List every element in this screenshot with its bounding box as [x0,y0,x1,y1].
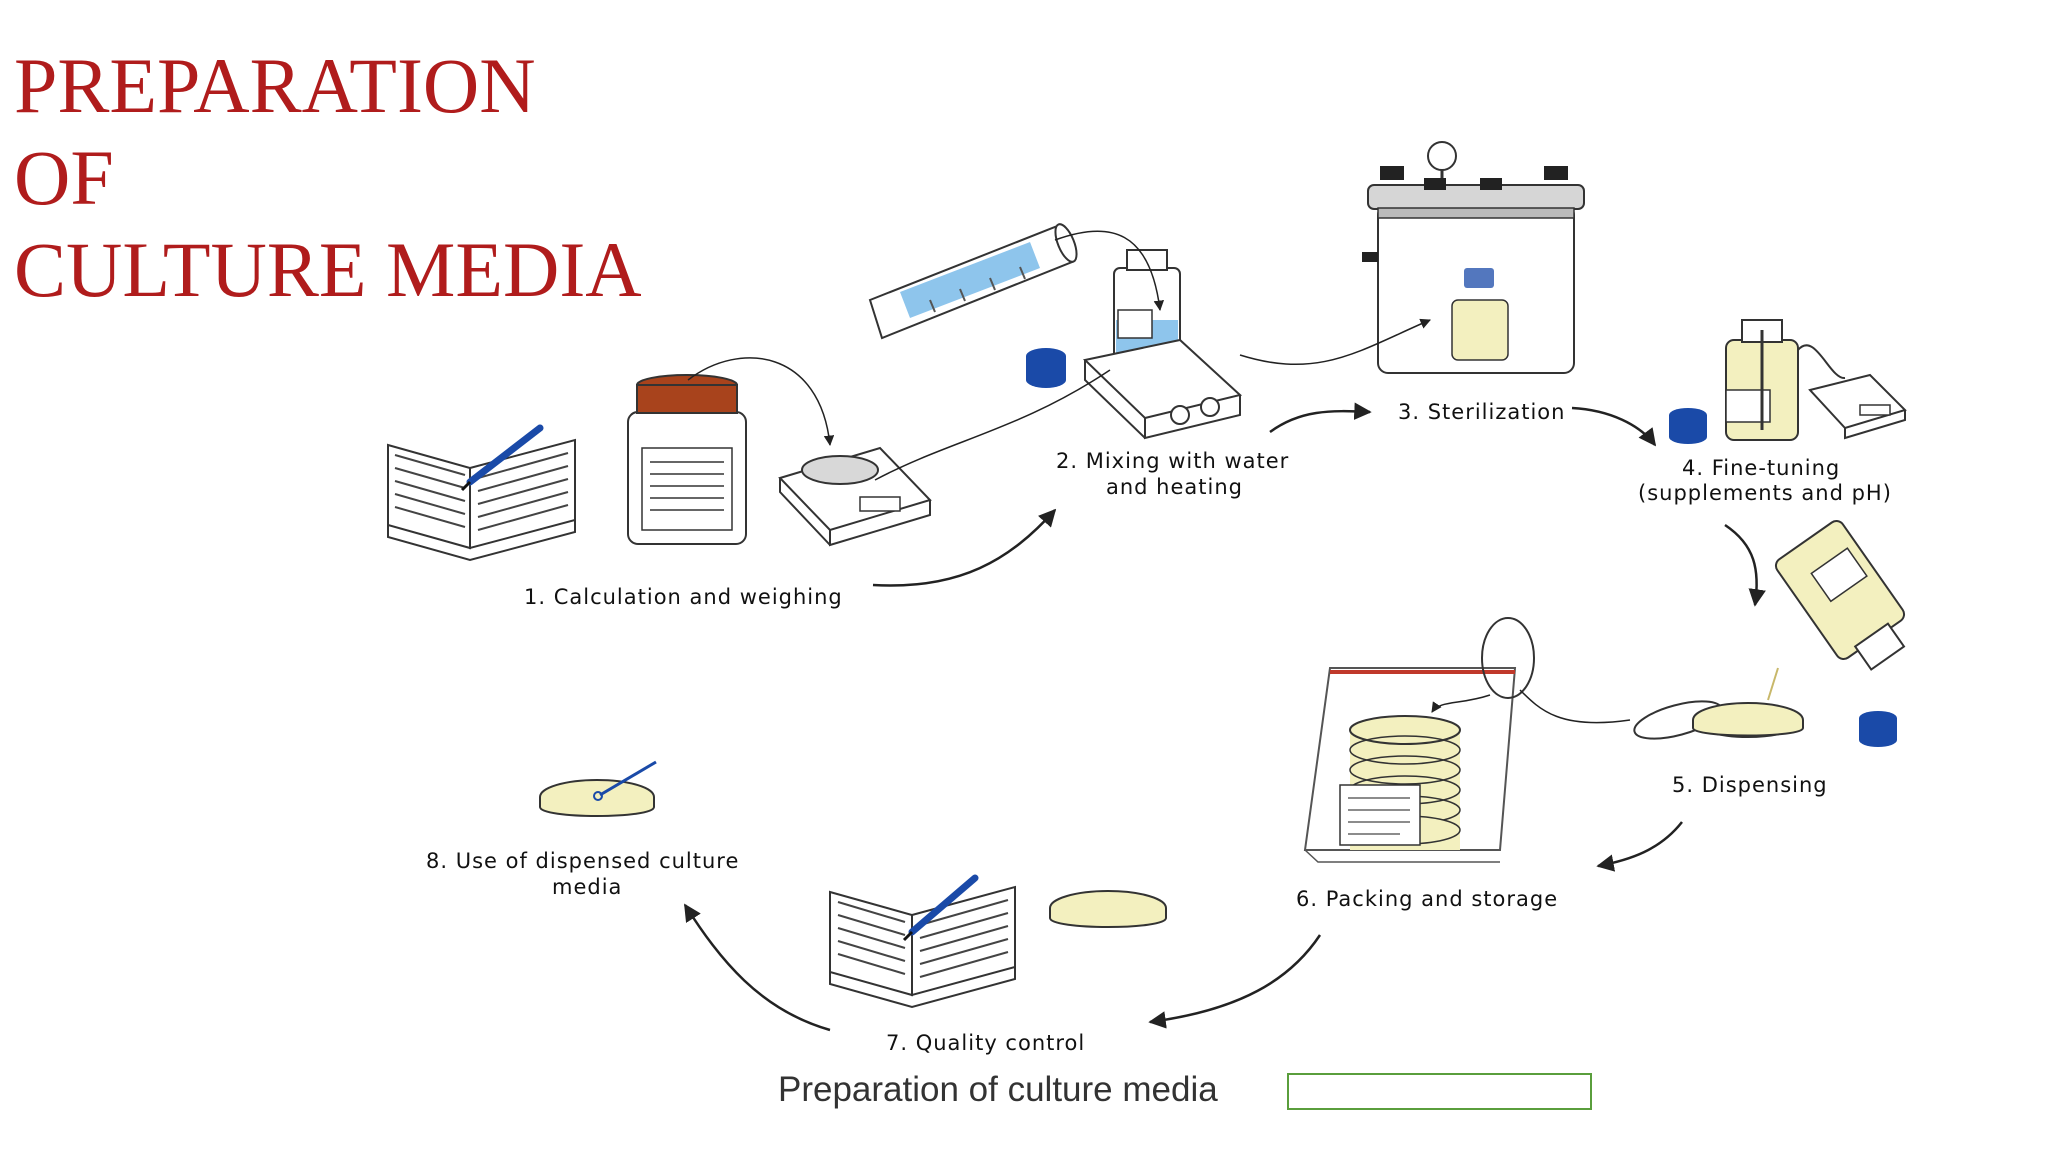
petri-dish-icon-3 [539,779,655,817]
balance-scale-icon [778,446,932,547]
title-line-1: PREPARATION [14,42,536,129]
title-line-2: OF [14,134,114,221]
step-4-label: 4. Fine-tuning [1682,456,1840,480]
media-bottle-icon [1725,319,1799,441]
step-2-label-line2: and heating [1106,475,1243,499]
step-1-label: 1. Calculation and weighing [524,585,843,609]
step-6-label: 6. Packing and storage [1296,887,1558,911]
pen-icon [460,424,544,492]
plate-stack-icon [1339,715,1461,850]
petri-dish-icon-2 [1049,890,1167,928]
arrow-7-to-8 [683,903,831,1032]
pen-icon-2 [902,874,979,942]
step-7-label: 7. Quality control [886,1031,1085,1055]
process-arrows [683,402,1766,1032]
title-line-3: CULTURE MEDIA [14,226,642,313]
caption-text: Preparation of culture media [778,1070,1218,1109]
blue-cap-icon [1026,348,1066,388]
autoclave-icon [1362,141,1585,374]
powder-jar-icon [627,374,747,545]
notebook-icon [387,438,576,562]
step-4-label-line2: (supplements and pH) [1638,481,1892,505]
step-8-label: 8. Use of dispensed culture [426,849,739,873]
step-2-label: 2. Mixing with water [1056,449,1289,473]
arrow-3-to-4 [1571,406,1657,447]
blue-cap-icon-3 [1859,711,1897,747]
notebook-icon-2 [829,885,1016,1009]
step-8-label-line2: media [552,875,622,899]
pouring-bottle-icon [1767,520,1906,701]
petri-dish-icon [1692,702,1804,738]
arrow-5-to-6 [1596,821,1683,872]
hotplate-stirrer-icon [1082,338,1243,440]
arrow-4-to-5 [1724,523,1766,607]
ph-meter-icon [1797,344,1907,440]
step-5-label: 5. Dispensing [1672,773,1828,797]
arrow-2-to-3 [1269,402,1372,434]
caption-input-box[interactable] [1287,1073,1592,1110]
inoculation-loop-icon [593,760,657,801]
arrow-1-to-2 [872,508,1057,587]
connector-lines [687,230,1631,724]
step-3-label: 3. Sterilization [1398,400,1565,424]
blue-cap-icon-2 [1669,408,1707,444]
zoom-loop-icon [1481,617,1535,699]
graduated-cylinder-icon [868,223,1078,340]
page-title: PREPARATION OF CULTURE MEDIA [14,40,642,316]
arrow-6-to-7 [1148,934,1322,1029]
